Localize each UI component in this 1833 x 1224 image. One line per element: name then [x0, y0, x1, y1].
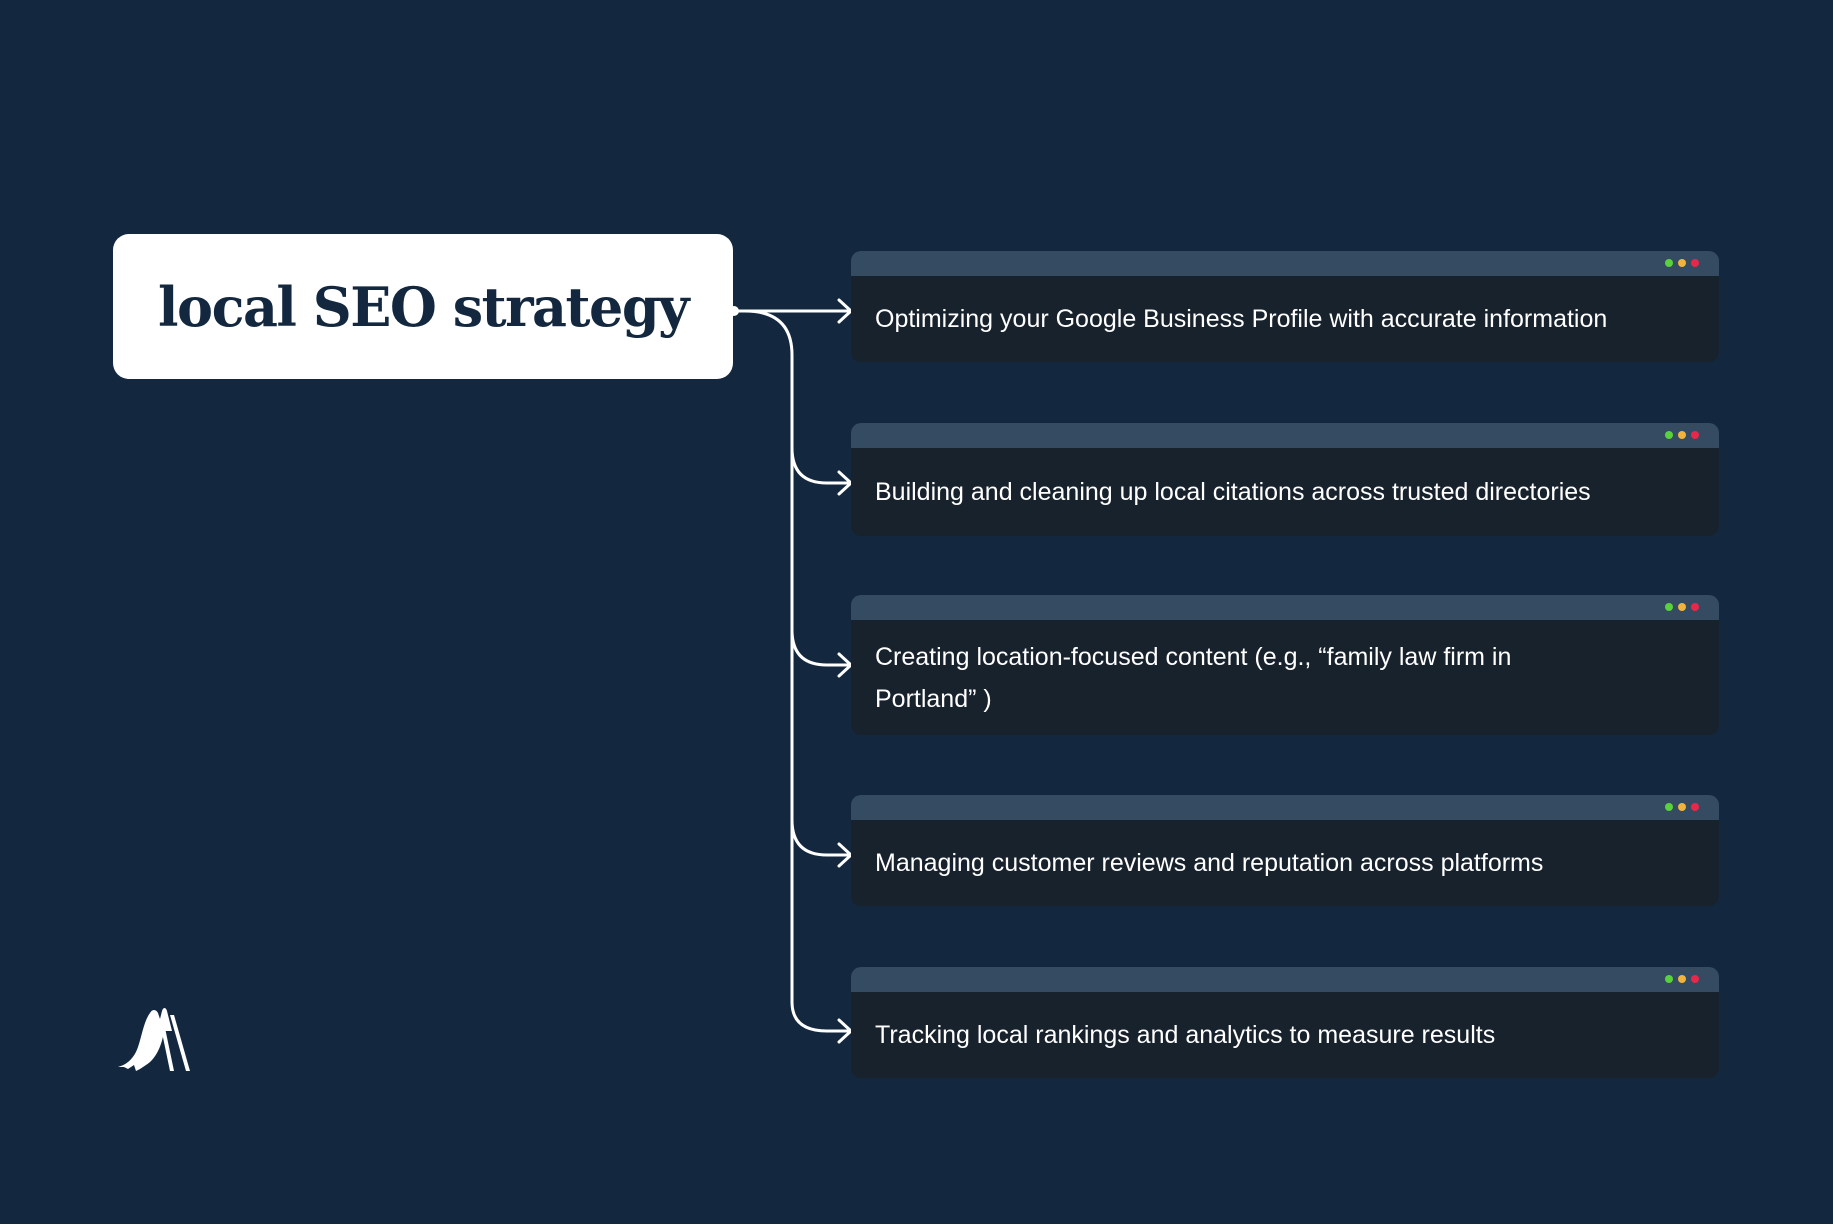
strategy-card-text: Creating location-focused content (e.g.,…: [875, 642, 1512, 713]
card-title-bar: [851, 595, 1719, 620]
strategy-card-5: Tracking local rankings and analytics to…: [851, 967, 1719, 1078]
central-node: local SEO strategy: [113, 234, 733, 379]
traffic-light-dots-icon: [1665, 259, 1699, 267]
connector-trunk: [743, 309, 794, 1004]
traffic-light-dots-icon: [1665, 975, 1699, 983]
strategy-card-text: Managing customer reviews and reputation…: [875, 849, 1544, 877]
card-title-bar: [851, 795, 1719, 820]
traffic-light-dots-icon: [1665, 603, 1699, 611]
strategy-card-4: Managing customer reviews and reputation…: [851, 795, 1719, 906]
slide-logo-icon: [118, 1008, 190, 1071]
strategy-card-1: Optimizing your Google Business Profile …: [851, 251, 1719, 362]
strategy-card-2: Building and cleaning up local citations…: [851, 423, 1719, 536]
strategy-card-text: Building and cleaning up local citations…: [875, 478, 1591, 506]
traffic-light-dots-icon: [1665, 431, 1699, 439]
traffic-light-dots-icon: [1665, 803, 1699, 811]
card-title-bar: [851, 423, 1719, 448]
connector-line-3: [790, 628, 851, 667]
connector-line-2: [790, 446, 851, 485]
strategy-card-text: Tracking local rankings and analytics to…: [875, 1021, 1496, 1049]
strategy-card-text: Optimizing your Google Business Profile …: [875, 305, 1608, 333]
connector-line-4: [790, 818, 851, 857]
central-node-title: local SEO strategy: [158, 274, 689, 339]
connector-line-5: [790, 1000, 851, 1033]
card-title-bar: [851, 967, 1719, 992]
card-title-bar: [851, 251, 1719, 276]
strategy-card-3: Creating location-focused content (e.g.,…: [851, 595, 1719, 735]
